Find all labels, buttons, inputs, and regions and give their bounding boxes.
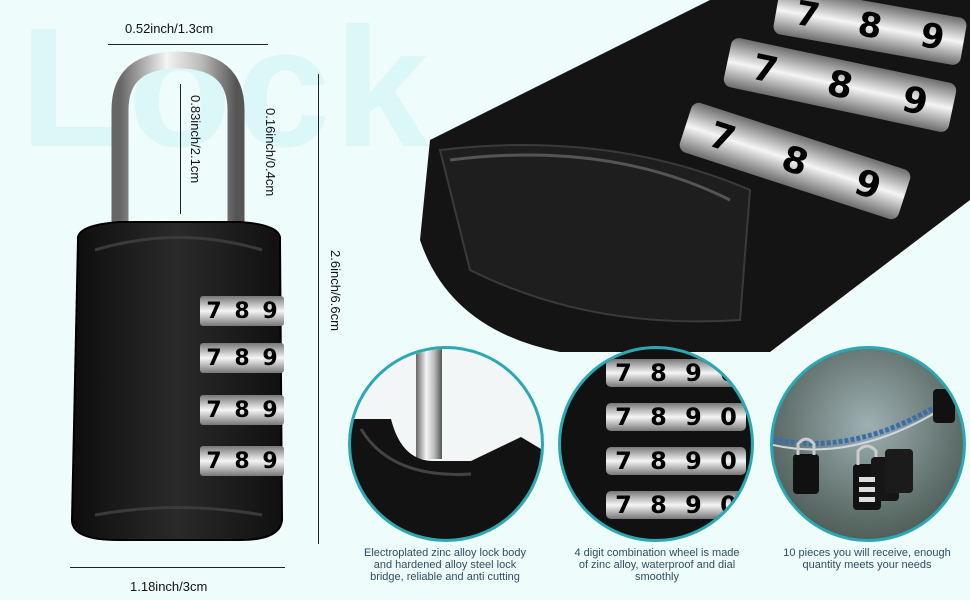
padlocks-on-rope-icon — [773, 386, 963, 510]
dimension-line-height — [318, 74, 319, 544]
digit: 0 — [720, 447, 737, 475]
digit: 7 — [206, 448, 222, 474]
dimension-body-width: 1.18inch/3cm — [130, 579, 208, 594]
shackle-closeup-icon — [351, 349, 541, 539]
digit: 9 — [262, 448, 278, 474]
digit: 7 — [615, 491, 632, 519]
digit: 0 — [720, 359, 737, 387]
digit: 7 — [748, 46, 782, 92]
digit: 9 — [685, 359, 702, 387]
feature-caption-2: 4 digit combination wheel is made of zin… — [574, 547, 740, 583]
digit: 8 — [776, 137, 814, 185]
dimension-total-height: 2.6inch/6.6cm — [328, 250, 343, 331]
digit: 8 — [650, 447, 667, 475]
dimension-shackle-height: 0.83inch/2.1cm — [188, 95, 203, 184]
feature-circle-1 — [348, 346, 544, 542]
dimension-shackle-thickness: 0.16inch/0.4cm — [263, 108, 278, 197]
digit: 9 — [685, 491, 702, 519]
digit: 7 — [615, 359, 632, 387]
digit: 8 — [650, 359, 667, 387]
digit: 9 — [685, 447, 702, 475]
digit: 8 — [650, 491, 667, 519]
digit: 8 — [234, 345, 250, 371]
digit: 9 — [262, 397, 278, 423]
digit: 9 — [849, 161, 887, 209]
digit: 8 — [234, 397, 250, 423]
dimension-line-top — [108, 44, 268, 45]
digit: 7 — [703, 113, 741, 161]
digit: 8 — [650, 403, 667, 431]
digit: 7 — [206, 345, 222, 371]
digit: 9 — [262, 345, 278, 371]
digit: 8 — [854, 4, 886, 48]
digit: 7 — [206, 397, 222, 423]
digit: 0 — [720, 403, 737, 431]
digit: 7 — [792, 0, 823, 37]
digit: 8 — [234, 298, 250, 324]
digit: 9 — [262, 298, 278, 324]
dimension-line-shackle — [180, 84, 181, 214]
feature-caption-3: 10 pieces you will receive, enough quant… — [783, 547, 951, 571]
digit: 0 — [720, 491, 737, 519]
dimension-shackle-width: 0.52inch/1.3cm — [125, 21, 214, 36]
digit: 9 — [917, 15, 948, 59]
digit: 9 — [898, 78, 932, 124]
digit: 7 — [615, 447, 632, 475]
digit: 8 — [823, 62, 857, 108]
watermark-text: Lock — [20, 0, 433, 183]
digit: 7 — [206, 298, 222, 324]
feature-caption-1: Electroplated zinc alloy lock body and h… — [363, 547, 527, 583]
digit: 7 — [615, 403, 632, 431]
feature-circle-3 — [770, 346, 966, 542]
digit: 8 — [234, 448, 250, 474]
digit: 9 — [685, 403, 702, 431]
dimension-line-bottom — [70, 567, 285, 568]
